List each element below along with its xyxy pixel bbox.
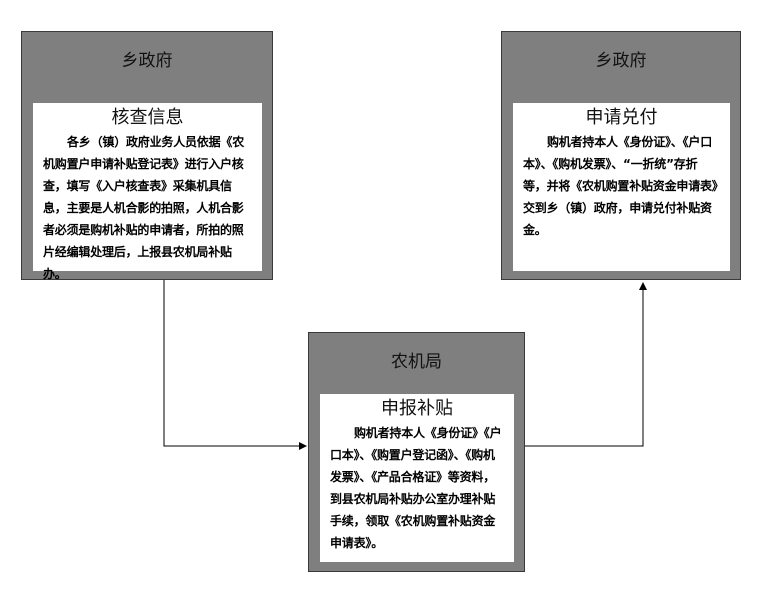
- node-left-card-text: 各乡（镇）政府业务人员依据《农机购置户申请补贴登记表》进行入户核查，填写《入户核…: [43, 135, 245, 281]
- node-left-card: 核查信息 各乡（镇）政府业务人员依据《农机购置户申请补贴登记表》进行入户核查，填…: [33, 103, 262, 281]
- connector-left-to-center: [163, 280, 307, 450]
- node-center-card-title: 申报补贴: [381, 398, 453, 419]
- node-center-agriculture-bureau: 农机局 申报补贴 购机者持本人《身份证》《户口本》、《购置户登记函》、《购机发票…: [308, 332, 525, 572]
- node-center-card: 申报补贴 购机者持本人《身份证》《户口本》、《购置户登记函》、《购机发票》、《产…: [320, 394, 514, 562]
- node-center-card-text: 购机者持本人《身份证》《户口本》、《购置户登记函》、《购机发票》、《产品合格证》…: [330, 426, 502, 550]
- node-right-card-text: 购机者持本人《身份证》、《户口本》、《购机发票》、“一折统”存折等，并将《农机购…: [523, 135, 718, 237]
- node-right-title: 乡政府: [595, 51, 647, 71]
- node-right-card-title: 申请兑付: [585, 107, 658, 128]
- node-left-title: 乡政府: [121, 51, 173, 71]
- node-left-card-title: 核查信息: [111, 107, 184, 128]
- node-left-township-government: 乡政府 核查信息 各乡（镇）政府业务人员依据《农机购置户申请补贴登记表》进行入户…: [21, 31, 273, 281]
- node-center-title: 农机局: [391, 352, 442, 372]
- connector-center-to-right: [525, 282, 647, 447]
- node-right-township-government: 乡政府 申请兑付 购机者持本人《身份证》、《户口本》、《购机发票》、“一折统”存…: [501, 31, 741, 280]
- node-right-card: 申请兑付 购机者持本人《身份证》、《户口本》、《购机发票》、“一折统”存折等，并…: [513, 103, 730, 271]
